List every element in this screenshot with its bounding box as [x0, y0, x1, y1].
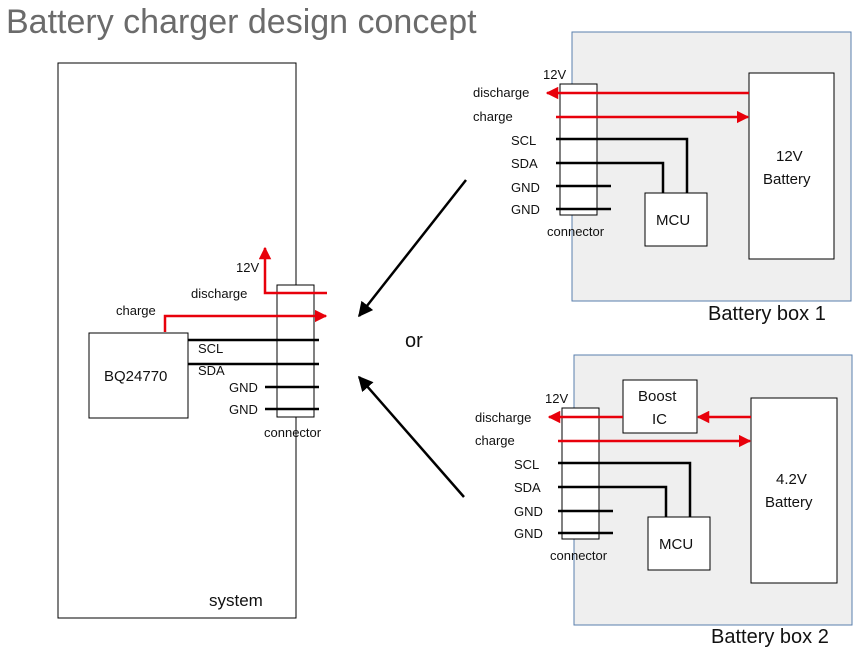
- box1-charge-label: charge: [473, 109, 513, 124]
- box2-sda-label: SDA: [514, 480, 541, 495]
- box1-scl-wire: [556, 137, 689, 193]
- system-gnd2-label: GND: [229, 402, 258, 417]
- battery-box-2-caption: Battery box 2: [711, 626, 829, 648]
- box1-gnd2-label: GND: [511, 202, 540, 217]
- box1-connector: [559, 83, 598, 216]
- box1-gnd1-label: GND: [511, 180, 540, 195]
- box2-gnd2-label: GND: [514, 526, 543, 541]
- system-charge-arrow: [163, 309, 328, 332]
- box2-battery-line1: 4.2V: [776, 471, 807, 488]
- box2-connector: [561, 407, 600, 540]
- box2-discharge-label: discharge: [475, 410, 531, 425]
- box1-scl-label: SCL: [511, 133, 536, 148]
- box2-boost-ic: [622, 379, 698, 434]
- system-discharge-arrow: [258, 246, 327, 295]
- system-gnd1-label: GND: [229, 380, 258, 395]
- box2-scl-label: SCL: [514, 457, 539, 472]
- box2-battery-line2: Battery: [765, 494, 813, 511]
- box1-mcu: [644, 192, 708, 247]
- system-connector: [276, 284, 315, 418]
- battery-box-1-caption: Battery box 1: [708, 303, 826, 325]
- box2-charge-label: charge: [475, 433, 515, 448]
- system-scl-label: SCL: [198, 341, 223, 356]
- box2-to-system-arrow: [358, 375, 465, 498]
- bq24770-label: BQ24770: [104, 368, 167, 385]
- box2-battery: [750, 397, 838, 584]
- box2-boost-line1: Boost: [638, 388, 677, 405]
- box1-mcu-label: MCU: [656, 212, 690, 229]
- bq24770-chip: [88, 332, 189, 419]
- page-title: Battery charger design concept: [6, 3, 477, 41]
- system-discharge-label: discharge: [191, 286, 247, 301]
- box2-connector-label: connector: [550, 548, 608, 563]
- box1-connector-label: connector: [547, 224, 605, 239]
- box2-sda-wire: [558, 485, 668, 517]
- box1-discharge-label: discharge: [473, 85, 529, 100]
- box1-sda-wire: [556, 161, 665, 193]
- box2-mcu-label: MCU: [659, 536, 693, 553]
- or-label: or: [405, 330, 423, 352]
- box1-battery: [748, 72, 835, 260]
- box2-12v-label: 12V: [545, 391, 568, 406]
- box1-to-system-arrow: [358, 179, 467, 318]
- box1-sda-label: SDA: [511, 156, 538, 171]
- box2-gnd1-label: GND: [514, 504, 543, 519]
- box2-boost-line2: IC: [652, 411, 667, 428]
- system-label: system: [209, 591, 263, 610]
- box2-mcu: [647, 516, 711, 571]
- system-connector-label: connector: [264, 425, 322, 440]
- system-12v-label: 12V: [236, 260, 259, 275]
- system-charge-label: charge: [116, 303, 156, 318]
- system-sda-label: SDA: [198, 363, 225, 378]
- box2-scl-wire: [558, 461, 692, 517]
- box1-battery-line1: 12V: [776, 148, 803, 165]
- box1-12v-label: 12V: [543, 67, 566, 82]
- box1-battery-line2: Battery: [763, 171, 811, 188]
